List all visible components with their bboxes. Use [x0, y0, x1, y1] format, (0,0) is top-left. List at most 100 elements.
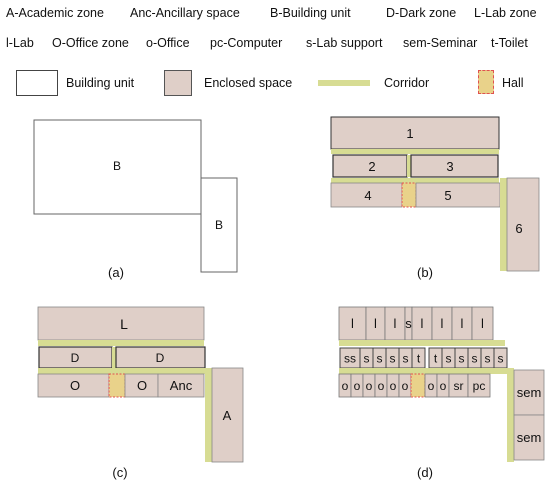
panel-b-corridor-2: [331, 178, 499, 183]
panel-d-room-row3-3-label: o: [378, 379, 385, 393]
key-hall-label: Hall: [502, 76, 524, 90]
panel-b-room-3: [410, 154, 499, 178]
panel-d-room-row2-2-label: s: [377, 351, 383, 365]
panel-c-label-dark-left: D: [71, 351, 80, 365]
key-corridor-label: Corridor: [384, 76, 430, 90]
panel-b-label-6: 6: [515, 221, 522, 236]
legend-computer: pc-Computer: [210, 36, 283, 50]
panel-b-label-2: 2: [368, 159, 375, 174]
panel-d-room-row1-2-label: l: [394, 316, 397, 331]
legend-building-unit: B-Building unit: [270, 6, 351, 20]
panel-d-room-row3-9-label: pc: [473, 379, 486, 393]
panel-b-hall: [401, 182, 417, 208]
panel-c-corridor-1: [38, 340, 204, 346]
panel-c-lab-zone: [37, 306, 205, 341]
legend-lab-support: s-Lab support: [306, 36, 383, 50]
panel-b-room-5: [415, 182, 501, 208]
panel-d-room-row3-9: [467, 373, 491, 398]
panel-d-room-row3-1-label: o: [354, 379, 361, 393]
panel-d-room-row2-4-label: s: [403, 351, 409, 365]
panel-d-room-row2-0-label: ss: [344, 351, 356, 365]
panel-d-room-row2-10-label: s: [485, 351, 491, 365]
panel-b-label-3: 3: [446, 159, 453, 174]
panel-d-room-row3-2-label: o: [366, 379, 373, 393]
panel-d-room-row2-9-label: s: [472, 351, 478, 365]
panel-d-caption: (d): [417, 465, 433, 480]
panel-c-label-office-left: O: [70, 378, 80, 393]
panel-d-room-row2-3-label: s: [390, 351, 396, 365]
legend-lab-zone: L-Lab zone: [474, 6, 537, 20]
panel-b-corridor-mid: [407, 155, 411, 177]
panel-d-room-row2-6-label: t: [434, 351, 438, 365]
panel-c-label-ancillary: Anc: [170, 378, 193, 393]
panel-d-room-row3-6-label: o: [428, 379, 435, 393]
key-hall-swatch: [478, 70, 494, 94]
panel-b-label-1: 1: [406, 126, 413, 141]
panel-c-label-dark-right: D: [156, 351, 165, 365]
panel-b-room-1: [330, 116, 500, 150]
panel-b-label-5: 5: [444, 188, 451, 203]
panel-b-corridor-1: [331, 149, 499, 154]
panel-d-room-row3-0-label: o: [342, 379, 349, 393]
panel-d-room-row1-1-label: l: [374, 316, 377, 331]
panel-d-room-row2-7-label: s: [446, 351, 452, 365]
panel-d-room-row1-4-label: l: [421, 316, 424, 331]
panel-c-ancillary: [157, 373, 205, 398]
panel-d-room-row1-3-label: s: [405, 316, 412, 331]
panel-d-room-row1-0: [338, 306, 367, 341]
panel-c-hall: [108, 373, 126, 398]
panel-b-label-4: 4: [364, 188, 371, 203]
legend-ancillary: Anc-Ancillary space: [130, 6, 240, 20]
panel-d-label-seminar-1: sem: [517, 385, 542, 400]
panel-c-corridor-v: [205, 368, 212, 462]
panel-d-room-row3-8-label: sr: [454, 379, 464, 393]
panel-d-room-row1-6-label: l: [461, 316, 464, 331]
panel-c-caption: (c): [112, 465, 127, 480]
panel-c-label-lab-zone: L: [120, 316, 128, 332]
legend-office: o-Office: [146, 36, 190, 50]
panel-d-corridor-v: [507, 368, 514, 462]
panel-a-caption: (a): [108, 265, 124, 280]
panel-b-corridor-v: [500, 178, 507, 271]
panel-d-hall: [410, 373, 426, 398]
legend-toilet: t-Toilet: [491, 36, 528, 50]
key-building-unit-swatch: [16, 70, 58, 96]
key-corridor-swatch: [318, 80, 370, 86]
panel-b-room-6: [506, 177, 540, 272]
panel-b-caption: (b): [417, 265, 433, 280]
legend-seminar: sem-Seminar: [403, 36, 478, 50]
panel-c-corridor-mid: [112, 347, 116, 368]
key-building-unit-label: Building unit: [66, 76, 135, 90]
panel-c-label-academic: A: [223, 408, 232, 423]
panel-d-room-row1-7-label: l: [481, 316, 484, 331]
legend-lab: l-Lab: [6, 36, 34, 50]
panel-a-unit-large: [33, 119, 202, 215]
panel-d-room-row3-4-label: o: [390, 379, 397, 393]
panel-d-seminar-1: [513, 369, 545, 416]
key-enclosed-space-swatch: [164, 70, 192, 96]
legend-dark-zone: D-Dark zone: [386, 6, 457, 20]
legend-office-zone: O-Office zone: [52, 36, 129, 50]
panel-a-unit-small: [200, 177, 238, 273]
panel-d-seminar-2: [513, 414, 545, 461]
panel-c-corridor-2: [38, 368, 206, 374]
panel-d-room-row3-7-label: o: [440, 379, 447, 393]
panel-d-room-row2-1-label: s: [364, 351, 370, 365]
panel-d-room-row1-0-label: l: [351, 316, 354, 331]
key-enclosed-space-label: Enclosed space: [204, 76, 293, 90]
panel-d-room-row2-8-label: s: [459, 351, 465, 365]
panel-d-room-row3-5-label: o: [402, 379, 409, 393]
panel-d-label-seminar-2: sem: [517, 430, 542, 445]
legend-academic: A-Academic zone: [6, 6, 104, 20]
panel-d-room-row2-11-label: s: [498, 351, 504, 365]
panel-a-label-large: B: [113, 159, 121, 173]
panel-c-label-office-right: O: [137, 378, 147, 393]
panel-a-label-small: B: [215, 218, 223, 232]
panel-d-corridor-1: [339, 340, 505, 346]
panel-d-room-row2-5-label: t: [417, 351, 421, 365]
panel-b-room-4: [330, 182, 403, 208]
